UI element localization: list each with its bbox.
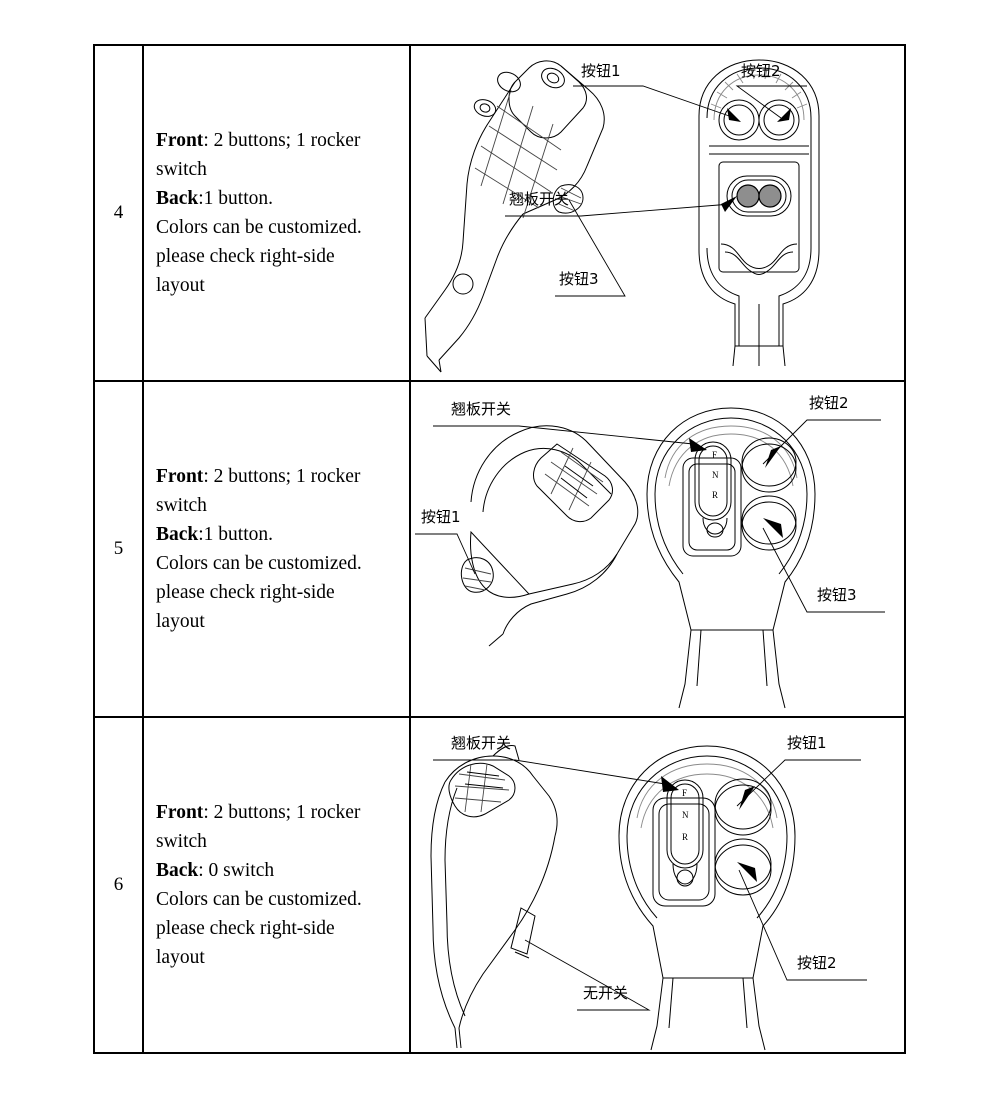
table-row: 6 Front: 2 buttons; 1 rocker switch Back… <box>93 716 906 1054</box>
front-button-2 <box>714 844 772 896</box>
back-label: Back <box>156 524 199 545</box>
side-view-grip <box>460 425 639 647</box>
description-text: Front: 2 buttons; 1 rocker switch Back:1… <box>144 458 409 640</box>
callout-group: 翘板开关 按钮1 按钮2 无开关 <box>433 734 867 1011</box>
front-label: Front <box>156 130 204 151</box>
callout-rocker-label: 翘板开关 <box>451 734 511 752</box>
row-description-cell: Front: 2 buttons; 1 rocker switch Back:1… <box>142 380 411 718</box>
rocker-pad-right <box>758 184 782 208</box>
fnr-switch-lever <box>666 779 704 869</box>
row-id-cell: 4 <box>93 44 144 382</box>
callout-no-switch-label: 无开关 <box>583 984 628 1002</box>
callout-button2-label: 按钮2 <box>797 954 837 972</box>
rocker-pad-left <box>736 184 760 208</box>
callout-button1-label: 按钮1 <box>421 508 461 526</box>
front-text: : 2 buttons; 1 rocker switch <box>156 130 361 180</box>
front-view-face: F N R <box>618 745 796 1051</box>
front-button-3 <box>741 501 797 551</box>
back-label: Back <box>156 188 199 209</box>
note-line-2: please check right-side <box>156 918 335 939</box>
callout-rocker-label: 翘板开关 <box>509 190 569 208</box>
row-drawing-cell: F N R 翘板开关 <box>409 716 906 1054</box>
fnr-switch-housing <box>682 457 742 557</box>
row-id: 5 <box>113 538 124 559</box>
front-button-2 <box>758 99 800 141</box>
note-line-1: Colors can be customized. <box>156 217 362 238</box>
table-row: 4 Front: 2 buttons; 1 rocker switch Back… <box>93 44 906 382</box>
callout-button3-label: 按钮3 <box>559 270 599 288</box>
note-line-1: Colors can be customized. <box>156 889 362 910</box>
fnr-label-n: N <box>712 470 719 480</box>
front-text: : 2 buttons; 1 rocker switch <box>156 802 361 852</box>
callout-group: 按钮1 按钮2 翘板开关 按钮3 <box>505 62 807 297</box>
row-id: 6 <box>113 874 124 895</box>
fnr-label-r: R <box>682 832 688 842</box>
back-text: : 0 switch <box>198 860 275 881</box>
callout-button2-label: 按钮2 <box>741 62 781 80</box>
fnr-label-n: N <box>682 810 689 820</box>
back-text: :1 button. <box>198 188 274 209</box>
row-description-cell: Front: 2 buttons; 1 rocker switch Back:1… <box>142 44 411 382</box>
front-button-1 <box>714 784 772 836</box>
note-line-3: layout <box>156 275 205 296</box>
note-line-1: Colors can be customized. <box>156 553 362 574</box>
joystick-drawing-row4: 按钮1 按钮2 翘板开关 按钮3 <box>411 46 904 380</box>
description-text: Front: 2 buttons; 1 rocker switch Back:1… <box>144 122 409 304</box>
fnr-label-f: F <box>682 788 687 798</box>
description-text: Front: 2 buttons; 1 rocker switch Back: … <box>144 794 409 976</box>
fnr-label-r: R <box>712 490 718 500</box>
callout-button3-label: 按钮3 <box>817 586 857 604</box>
row-id-cell: 5 <box>93 380 144 718</box>
callout-group: 翘板开关 按钮2 按钮3 按钮1 <box>415 394 885 613</box>
specification-table: 4 Front: 2 buttons; 1 rocker switch Back… <box>93 44 906 1054</box>
callout-button2-label: 按钮2 <box>809 394 849 412</box>
row-id: 4 <box>113 202 124 223</box>
row-description-cell: Front: 2 buttons; 1 rocker switch Back: … <box>142 716 411 1054</box>
table-row: 5 Front: 2 buttons; 1 rocker switch Back… <box>93 380 906 718</box>
row-drawing-cell: F N R 翘板开关 <box>409 380 906 718</box>
note-line-2: please check right-side <box>156 246 335 267</box>
front-label: Front <box>156 466 204 487</box>
fnr-switch-lever <box>694 441 732 521</box>
callout-rocker-label: 翘板开关 <box>451 400 511 418</box>
row-drawing-cell: 按钮1 按钮2 翘板开关 按钮3 <box>409 44 906 382</box>
side-view-grip <box>430 745 558 1049</box>
fnr-label-f: F <box>712 450 717 460</box>
front-text: : 2 buttons; 1 rocker switch <box>156 466 361 516</box>
note-line-3: layout <box>156 947 205 968</box>
fnr-switch-housing <box>652 797 716 907</box>
front-label: Front <box>156 802 204 823</box>
note-line-2: please check right-side <box>156 582 335 603</box>
joystick-drawing-row6: F N R 翘板开关 <box>411 718 904 1052</box>
side-view-grip <box>424 60 605 373</box>
front-view-face: F N R <box>646 407 816 709</box>
row-id-cell: 6 <box>93 716 144 1054</box>
back-text: :1 button. <box>198 524 274 545</box>
front-button-2 <box>741 443 797 493</box>
note-line-3: layout <box>156 611 205 632</box>
callout-button1-label: 按钮1 <box>581 62 621 80</box>
front-view-face <box>698 59 820 367</box>
joystick-drawing-row5: F N R 翘板开关 <box>411 382 904 716</box>
callout-button1-label: 按钮1 <box>787 734 827 752</box>
back-label: Back <box>156 860 199 881</box>
